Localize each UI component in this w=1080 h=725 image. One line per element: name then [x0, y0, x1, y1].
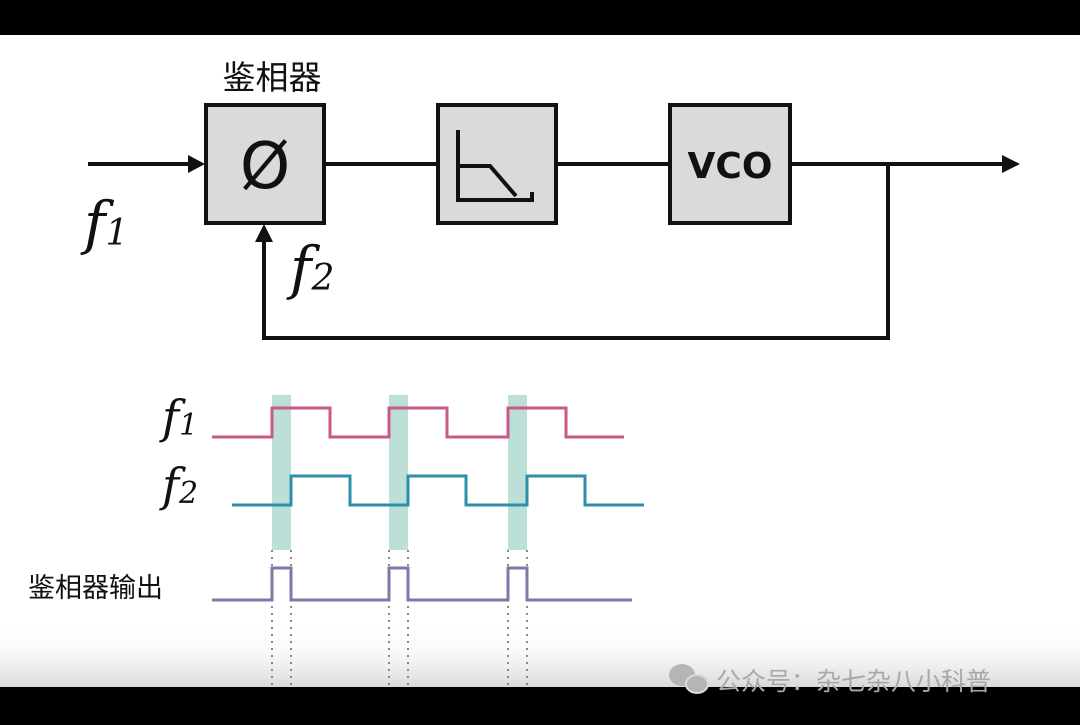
watermark: 公众号：杂七杂八小科普: [669, 664, 991, 696]
f2-waveform: [232, 474, 644, 507]
phase-detector-output-label: 鉴相器输出: [28, 573, 163, 604]
phase-difference-highlight: [389, 395, 408, 550]
wechat-icon: [669, 664, 709, 694]
loop-filter-block: [436, 103, 558, 225]
timing-diagram: f1 f2 鉴相器输出: [28, 390, 644, 685]
bottom-black-bar: [0, 687, 1080, 725]
feedback-arrowhead: [255, 224, 273, 242]
phase-difference-highlight: [508, 395, 527, 550]
lowpass-filter-icon: [456, 130, 534, 202]
feedback-path: [262, 164, 890, 340]
block-diagram: 鉴相器 Ø VCO f1 f2: [80, 58, 1020, 340]
vco-block: [668, 103, 792, 225]
phase-detector-title: 鉴相器: [223, 58, 322, 97]
phase-difference-highlight: [272, 395, 291, 550]
vco-label: VCO: [688, 146, 773, 187]
output-arrowhead: [1002, 155, 1020, 173]
phase-detector-symbol: Ø: [240, 130, 290, 204]
input-arrowhead: [188, 155, 205, 173]
f1-waveform: [212, 406, 624, 439]
bottom-fade: [0, 625, 1080, 687]
top-black-bar: [0, 0, 1080, 35]
watermark-text: 公众号：杂七杂八小科普: [716, 667, 991, 696]
phase-detector-output-waveform: [212, 566, 632, 602]
